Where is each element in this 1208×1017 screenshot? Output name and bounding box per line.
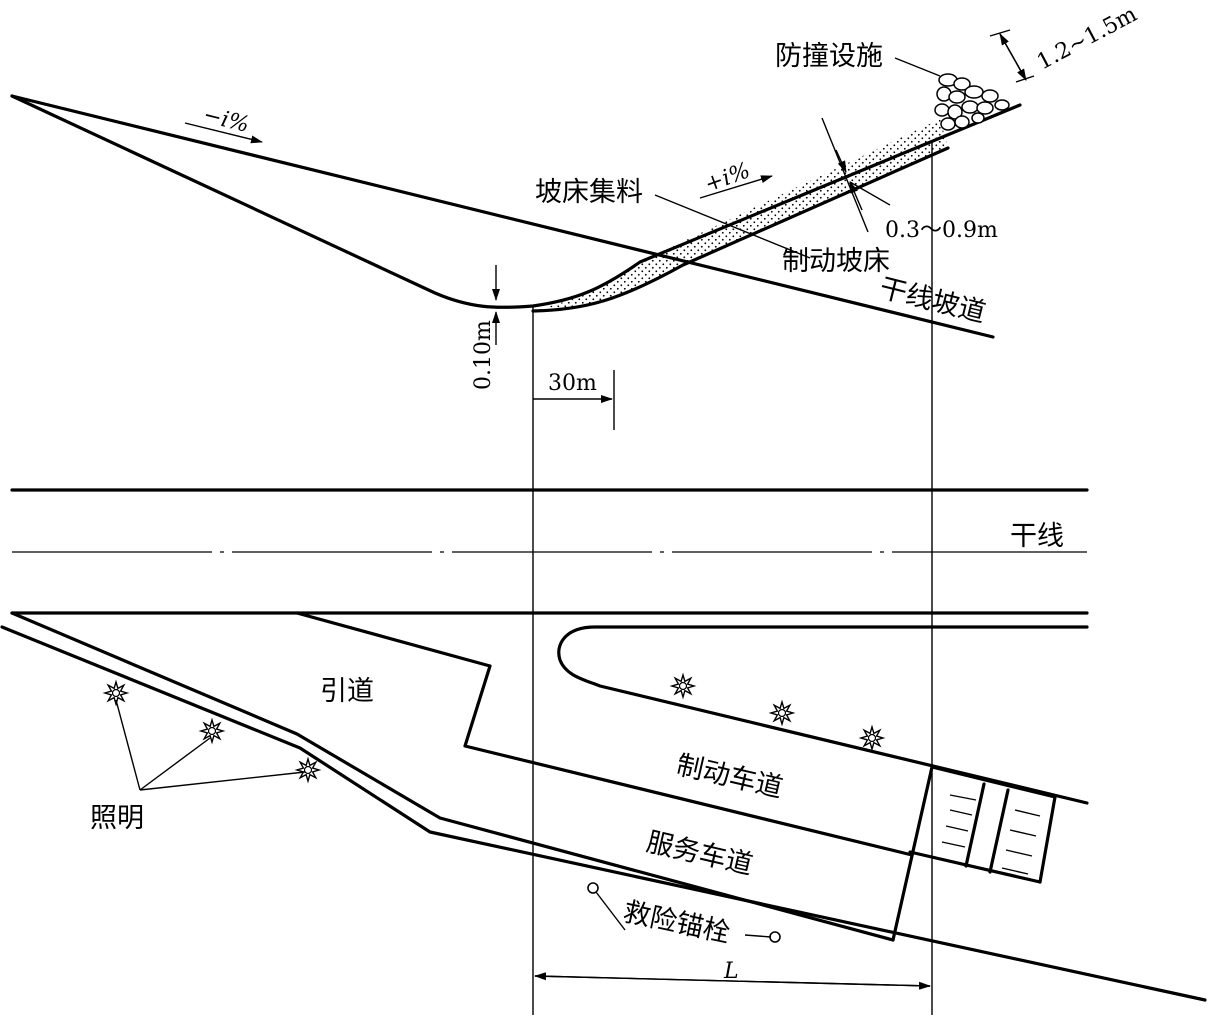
label-arrester-lane: 制动车道 (673, 750, 785, 805)
lighting-leaders (115, 699, 306, 791)
bed-bottom-line (531, 146, 950, 313)
anchor-point (769, 931, 781, 943)
light-icon (669, 672, 697, 700)
label-depth-010: 0.10m (471, 320, 496, 390)
label-length-L: L (723, 959, 739, 984)
light-icon (858, 724, 886, 752)
approach-taper-line (295, 611, 492, 668)
approach-road-edge-lower (0, 625, 1207, 1002)
label-approach-road: 引道 (320, 676, 374, 707)
label-bed-aggregate: 坡床集料 (535, 177, 643, 208)
approach-road-edge-upper (10, 611, 895, 942)
light-icon (768, 699, 796, 727)
label-aggregate-depth: 0.3～0.9m (885, 218, 998, 243)
label-anchor: 救险锚栓 (621, 897, 733, 950)
label-length-30m: 30m (548, 371, 597, 396)
service-loop (557, 625, 1089, 805)
mainline-grade-line (10, 94, 995, 339)
light-icon (294, 756, 322, 784)
label-lighting: 照明 (90, 803, 144, 834)
plan-view (0, 488, 1207, 1002)
label-down-grade: −i% (201, 103, 252, 138)
label-mainline: 干线 (1010, 521, 1064, 552)
label-up-grade: +i% (702, 158, 754, 197)
lighting-fixtures (102, 672, 886, 784)
profile-view (10, 29, 1035, 430)
crash-barrier-rocks (934, 73, 1010, 131)
anchor-point (587, 882, 599, 894)
arrester-lane-outline (463, 664, 914, 857)
label-crash-barrier: 防撞设施 (775, 41, 883, 72)
light-icon (102, 679, 130, 707)
label-arrester-bed: 制动坡床 (782, 246, 890, 277)
label-service-road: 服务车道 (643, 827, 755, 882)
end-barrier (908, 765, 1057, 884)
label-barrier-height: 1.2~1.5m (1033, 2, 1141, 75)
light-icon (198, 717, 226, 745)
